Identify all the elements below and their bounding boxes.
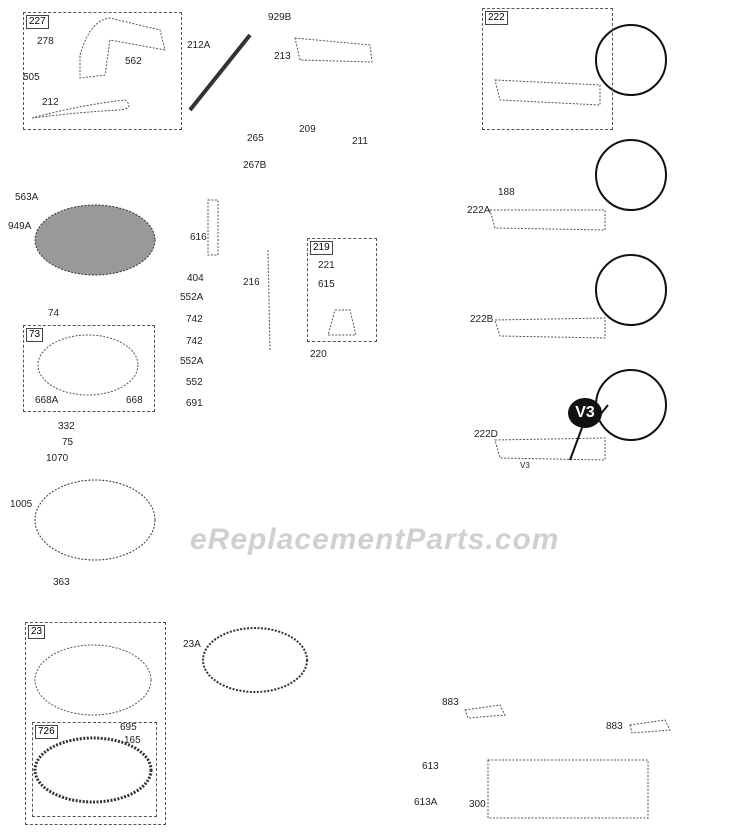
part-label[interactable]: 222D bbox=[474, 429, 498, 440]
governor-222D-part bbox=[494, 437, 606, 461]
kit-23-box: 23 bbox=[25, 622, 166, 825]
part-label[interactable]: 1070 bbox=[46, 453, 69, 464]
governor-222A-part bbox=[489, 209, 606, 231]
kit-227-box: 227 bbox=[23, 12, 182, 130]
v3-mark: V3 bbox=[520, 461, 530, 470]
kit-label: 227 bbox=[26, 15, 49, 29]
link-212-part bbox=[31, 99, 130, 119]
part-label[interactable]: 212A bbox=[187, 40, 211, 51]
kit-73-box: 73 bbox=[23, 325, 155, 412]
cap-219-part bbox=[327, 309, 357, 336]
part-label[interactable]: 691 bbox=[186, 398, 203, 409]
screen-949A-part bbox=[34, 204, 156, 276]
part-label[interactable]: 613 bbox=[422, 761, 439, 772]
part-label[interactable]: 74 bbox=[48, 308, 60, 319]
kit-219-box: 219 bbox=[307, 238, 377, 342]
kit-label: 726 bbox=[35, 725, 58, 739]
part-label[interactable]: 165 bbox=[124, 735, 141, 746]
part-label[interactable]: 265 bbox=[247, 133, 264, 144]
v3-badge: V3 bbox=[568, 398, 602, 428]
kit-726-box: 726 bbox=[32, 722, 157, 817]
part-label[interactable]: 221 bbox=[318, 260, 335, 271]
bracket-227-part bbox=[79, 17, 166, 79]
link-216-part bbox=[267, 249, 271, 351]
governor-222B-part bbox=[494, 317, 606, 339]
part-label[interactable]: 742 bbox=[186, 336, 203, 347]
part-label[interactable]: 220 bbox=[310, 349, 327, 360]
part-label[interactable]: 212 bbox=[42, 97, 59, 108]
gasket-883b-part bbox=[629, 719, 671, 734]
part-label[interactable]: 552A bbox=[180, 356, 204, 367]
part-label[interactable]: 211 bbox=[352, 136, 368, 147]
part-label[interactable]: 213 bbox=[274, 51, 291, 62]
bracket-213-part bbox=[294, 37, 373, 63]
part-label[interactable]: 552 bbox=[186, 377, 203, 388]
part-label[interactable]: 563A bbox=[15, 192, 39, 203]
part-label[interactable]: 1005 bbox=[10, 499, 33, 510]
part-label[interactable]: 23A bbox=[183, 639, 201, 650]
part-label[interactable]: 300 bbox=[469, 799, 486, 810]
screen-73-part bbox=[37, 334, 139, 396]
part-label[interactable]: 562 bbox=[125, 56, 142, 67]
part-label[interactable]: 222B bbox=[470, 314, 494, 325]
flywheel-23-part bbox=[34, 644, 152, 716]
part-label[interactable]: 552A bbox=[180, 292, 204, 303]
part-label[interactable]: 668A bbox=[35, 395, 59, 406]
kit-label: 219 bbox=[310, 241, 333, 255]
flywheel-23A-part bbox=[202, 627, 308, 693]
fan-1005-part bbox=[34, 479, 156, 561]
watermark: eReplacementParts.com bbox=[190, 523, 560, 556]
gasket-883-part bbox=[464, 704, 506, 719]
spring-212A-part bbox=[188, 33, 252, 112]
part-label[interactable]: 695 bbox=[120, 722, 137, 733]
kit-222-box: 222 bbox=[482, 8, 613, 130]
kit-label: 73 bbox=[26, 328, 44, 342]
part-label[interactable]: 332 bbox=[58, 421, 75, 432]
part-label[interactable]: 278 bbox=[37, 36, 54, 47]
flywheel-222A-detail bbox=[595, 139, 667, 211]
part-label[interactable]: 188 bbox=[498, 187, 515, 198]
part-label[interactable]: 222A bbox=[467, 205, 491, 216]
part-label[interactable]: 929B bbox=[268, 12, 292, 23]
shaft-616-part bbox=[207, 199, 219, 256]
part-label[interactable]: 615 bbox=[318, 279, 335, 290]
part-label[interactable]: 505 bbox=[23, 72, 40, 83]
part-label[interactable]: 742 bbox=[186, 314, 203, 325]
part-label[interactable]: 216 bbox=[243, 277, 260, 288]
part-label[interactable]: 883 bbox=[606, 721, 623, 732]
part-label[interactable]: 404 bbox=[187, 273, 204, 284]
kit-label: 222 bbox=[485, 11, 508, 25]
part-label[interactable]: 883 bbox=[442, 697, 459, 708]
part-label[interactable]: 209 bbox=[299, 124, 316, 135]
governor-222-part bbox=[494, 79, 601, 106]
flywheel-222B-detail bbox=[595, 254, 667, 326]
kit-label: 23 bbox=[28, 625, 46, 639]
part-label[interactable]: 75 bbox=[62, 437, 74, 448]
part-label[interactable]: 363 bbox=[53, 577, 70, 588]
part-label[interactable]: 949A bbox=[8, 221, 32, 232]
muffler-300-part bbox=[487, 759, 649, 819]
part-label[interactable]: 267B bbox=[243, 160, 267, 171]
part-label[interactable]: 616 bbox=[190, 232, 207, 243]
part-label[interactable]: 668 bbox=[126, 395, 143, 406]
ring-gear-726-part bbox=[33, 736, 153, 804]
flywheel-222-detail bbox=[595, 24, 667, 96]
part-label[interactable]: 613A bbox=[414, 797, 438, 808]
flywheel-222D-detail bbox=[595, 369, 667, 441]
